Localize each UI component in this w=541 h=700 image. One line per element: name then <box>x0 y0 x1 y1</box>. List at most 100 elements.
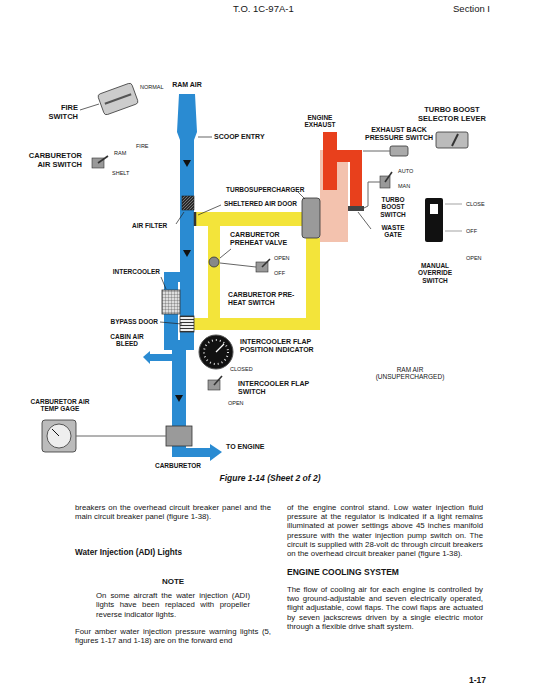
fire-switch <box>97 83 138 116</box>
position-label: OFF <box>466 228 496 234</box>
bypass-door <box>180 316 194 332</box>
fire-switch <box>105 94 131 104</box>
manual-override-switch <box>425 198 443 242</box>
ram-air-duct <box>143 351 150 364</box>
intercooler <box>162 290 180 314</box>
manual-override-switch <box>445 204 462 205</box>
position-label: SHELT <box>112 170 138 176</box>
leader-line <box>198 205 221 215</box>
callout-label: TURBOSUPERCHARGER <box>226 186 306 193</box>
carburetor-air-switch <box>92 156 108 168</box>
callout-label: CABIN AIR BLEED <box>104 333 150 348</box>
fire-switch <box>97 83 138 116</box>
ram-air-duct <box>172 350 186 428</box>
supercharged-air-duct <box>194 318 320 330</box>
callout-label: CARBURETOR <box>148 462 208 469</box>
exhaust-back-pressure-switch <box>363 146 408 156</box>
turbosupercharger <box>302 198 320 238</box>
callout-label: AIR FILTER <box>132 222 176 229</box>
carburetor-air-temp-gage <box>47 424 71 448</box>
callout-label: INTERCOOLER FLAP POSITION INDICATOR <box>240 338 334 354</box>
position-label: NORMAL <box>140 84 174 90</box>
body-text: breakers on the overhead circuit breaker… <box>75 503 271 521</box>
leader-line <box>298 192 305 199</box>
carburetor-preheat-valve <box>220 263 256 267</box>
page-number: 1-17 <box>430 676 486 686</box>
header-text: Section I <box>420 4 490 15</box>
supercharged-air-duct <box>194 212 304 226</box>
manual-override-switch <box>445 231 462 232</box>
callout-label: RAM AIR <box>166 81 208 89</box>
callout-label: CARBURETOR PREHEAT VALVE <box>230 231 302 247</box>
ram-air-duct <box>164 340 194 350</box>
carburetor-air-temp-gage <box>42 420 76 452</box>
body-text: The flow of cooling air for each engine … <box>287 585 483 631</box>
body-text: of the engine control stand. Low water i… <box>287 503 483 558</box>
flow-arrow <box>175 395 183 402</box>
callout-label: TURBO BOOST SELECTOR LEVER <box>412 106 492 123</box>
callout-label: INTERCOOLER <box>100 268 160 275</box>
exhaust-pipe <box>323 132 362 206</box>
supercharged-air-duct <box>306 238 320 330</box>
note-text: On some aircraft the water injection (AD… <box>96 591 250 619</box>
exhaust-back-pressure-switch <box>363 151 390 152</box>
carburetor-air-temp-gage <box>76 436 166 437</box>
turbo-boost-selector-lever <box>436 132 468 148</box>
carburetor-air-temp-gage <box>42 420 166 452</box>
callout-label: CARBURETOR AIR TEMP GAGE <box>26 398 94 413</box>
ram-air-duct <box>210 444 222 461</box>
flow-arrow <box>183 250 191 257</box>
ram-air-duct <box>150 354 172 361</box>
leader-line <box>198 137 212 138</box>
leader-line <box>80 104 371 324</box>
leader-line <box>220 249 231 258</box>
turbo-boost-switch <box>385 172 392 182</box>
callout-label: BYPASS DOOR <box>100 318 158 325</box>
intercooler-flap-switch <box>214 376 222 385</box>
ram-air-duct <box>143 94 222 461</box>
leader-line <box>160 322 182 324</box>
callout-label: FIRE SWITCH <box>36 104 78 121</box>
callout-label: INTERCOOLER FLAP SWITCH <box>238 380 320 396</box>
position-label: MAN <box>398 183 422 189</box>
position-label: CLOSE <box>466 201 496 207</box>
air-filter <box>182 196 194 210</box>
position-label: CLOSED <box>230 366 262 372</box>
position-label: FIRE <box>136 143 156 149</box>
callout-label: SCOOP ENTRY <box>214 133 276 141</box>
exhaust-back-pressure-switch <box>390 146 408 156</box>
turbo-boost-selector-lever <box>452 134 458 146</box>
sheltered-air-door <box>194 212 197 226</box>
leader-line <box>176 212 184 224</box>
position-label: OFF <box>274 270 300 276</box>
turbo-boost-switch <box>364 182 380 208</box>
section-heading: ENGINE COOLING SYSTEM <box>287 568 483 578</box>
callout-label: TURBO BOOST SWITCH <box>374 196 412 218</box>
carburetor-preheat-valve <box>209 257 219 267</box>
section-heading: Water Injection (ADI) Lights <box>75 548 271 557</box>
body-text: Four amber water injection pressure warn… <box>75 627 271 645</box>
callout-label: RAM AIR (UNSUPERCHARGED) <box>368 366 452 381</box>
carburetor-air-temp-gage <box>52 429 59 436</box>
callout-label: ENGINE EXHAUST <box>300 114 340 129</box>
intercooler-flap-position-indicator <box>199 335 233 369</box>
intercooler-flap-position-indicator <box>199 335 233 369</box>
position-label: RAM <box>114 150 134 156</box>
intercooler-flap-position-indicator <box>204 340 228 364</box>
callout-label: SHELTERED AIR DOOR <box>224 200 304 207</box>
leader-line <box>80 104 99 110</box>
position-label: OPEN <box>228 400 254 406</box>
leader-line <box>161 277 166 289</box>
carburetor-preheat-switch <box>262 259 270 267</box>
note-heading: NOTE <box>75 577 271 586</box>
waste-gate <box>348 206 364 211</box>
manual-override-switch <box>425 198 462 242</box>
callout-label: EXHAUST BACK PRESSURE SWITCH <box>362 126 436 142</box>
figure-caption: Figure 1-14 (Sheet 2 of 2) <box>130 474 410 484</box>
supercharged-air-duct <box>194 212 320 330</box>
callout-label: CARBURETOR PRE-HEAT SWITCH <box>228 291 303 307</box>
turbo-boost-selector-lever <box>436 132 468 148</box>
intercooler-flap-position-indicator <box>216 344 224 352</box>
flow-arrow <box>183 160 191 167</box>
position-label: OPEN <box>466 255 496 261</box>
